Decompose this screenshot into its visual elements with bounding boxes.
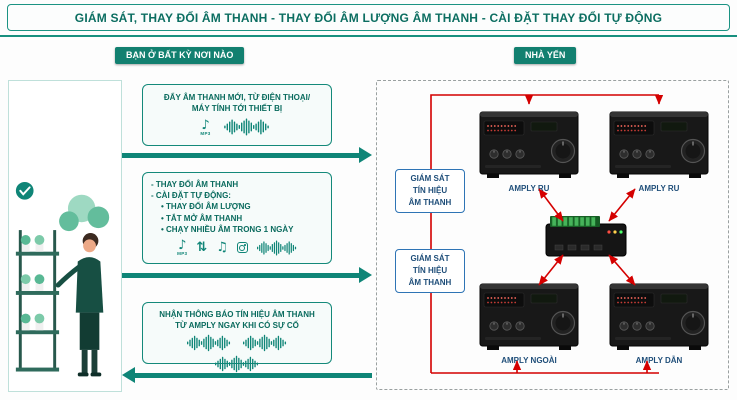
person-illustration [8,80,122,392]
push-sound-icons: ♪ MP3 [143,118,331,136]
badge-bird-house: NHÀ YẾN [514,47,577,64]
amplifier-image [609,107,709,181]
amp-label: AMPLY NGOÀI [501,356,557,365]
controller-image [545,215,627,261]
waveform-icon [256,239,297,257]
person-plants-drawing [15,181,110,377]
amp-label: AMPLY DẪN [635,356,683,365]
waveform-icon [243,334,287,352]
amp-label: AMPLY RU [508,184,550,193]
monitor-signal-box-2: GIÁM SÁT TÍN HIỆU ÂM THANH [395,249,465,293]
arrow-push-to-nest [122,147,372,163]
amp-ngoai: AMPLY NGOÀI [479,279,579,365]
music-note-mp3-icon: ♪ MP3 [200,117,211,136]
amplifier-image [609,279,709,353]
notification-text: NHẬN THÔNG BÁO TÍN HIỆU ÂM THANH TỪ AMPL… [159,310,315,331]
arrow-bar [122,272,359,278]
amplifier-image [479,279,579,353]
amplifier-image [479,107,579,181]
arrow-head-left-icon [122,367,135,383]
amp-ru-1: AMPLY RU [479,107,579,193]
sound-control-card: - THAY ĐỔI ÂM THANH - CÀI ĐẶT TỰ ĐỘNG: •… [142,172,332,264]
beamed-note-icon: ♫ [216,240,228,256]
camera-app-icon [236,242,248,254]
amp-dan: AMPLY DẪN [609,279,709,365]
page-title: GIÁM SÁT, THAY ĐỔI ÂM THANH - THAY ĐỔI Â… [7,4,730,31]
amp-label: AMPLY RU [638,184,680,193]
arrow-head-right-icon [359,147,372,163]
up-down-arrow-icon: ⇅ [196,240,208,256]
arrow-bar [122,152,359,158]
check-icon [19,186,31,196]
push-sound-card: ĐẨY ÂM THANH MỚI, TỪ ĐIỆN THOẠI/ MÁY TÍN… [142,84,332,146]
waveform-icon [215,355,259,373]
arrow-control-to-nest [122,267,372,283]
control-bullet-list: • THAY ĐỔI ÂM LƯỢNG • TẮT MỞ ÂM THANH • … [161,202,294,234]
waveform-row [143,355,331,373]
arrow-head-right-icon [359,267,372,283]
notification-card: NHẬN THÔNG BÁO TÍN HIỆU ÂM THANH TỪ AMPL… [142,302,332,373]
amp-ru-2: AMPLY RU [609,107,709,193]
bird-house-area: GIÁM SÁT TÍN HIỆU ÂM THANH GIÁM SÁT TÍN … [376,80,729,390]
control-main-text: - THAY ĐỔI ÂM THANH - CÀI ĐẶT TỰ ĐỘNG: [151,180,239,201]
controller-device [545,215,627,261]
control-icons: ♪ MP3 ⇅ ♫ [151,239,323,257]
monitor-signal-box-1: GIÁM SÁT TÍN HIỆU ÂM THANH [395,169,465,213]
waveform-row [143,334,331,352]
push-sound-text: ĐẨY ÂM THANH MỚI, TỪ ĐIỆN THOẠI/ MÁY TÍN… [163,93,311,114]
waveform-icon [220,118,274,136]
music-note-mp3-icon: ♪ MP3 [177,238,188,257]
waveform-icon [187,334,231,352]
badge-anywhere: BẠN Ở BẤT KỲ NƠI NÀO [115,47,245,64]
arrow-bar [135,372,372,378]
header-divider [0,35,737,37]
arrow-nest-to-user [122,367,372,383]
